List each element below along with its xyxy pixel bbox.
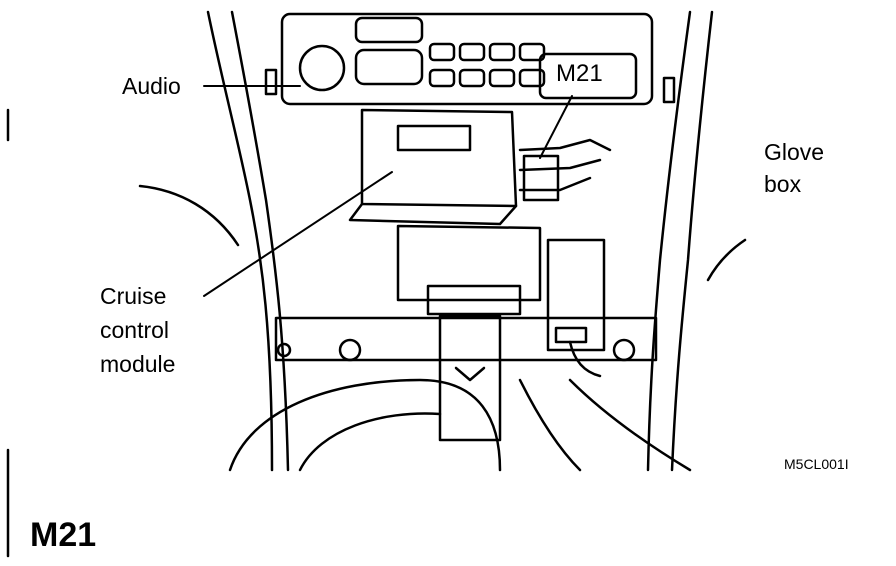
harness-2 [518,158,602,172]
glove-box-edge [706,238,747,282]
floor-line [568,378,692,472]
upper-panel [280,12,654,106]
right-slot [662,76,676,104]
console-right-inner [646,10,692,472]
leader-m21 [539,95,573,159]
label-cruise-line2: control [100,317,170,343]
cross-bracket [274,316,658,362]
page-title: M21 [30,516,97,554]
harness-1 [518,138,612,152]
column-inner [298,412,442,472]
left-slot [264,68,278,96]
label-cruise-line1: Cruise [100,283,167,309]
center-stalk [438,314,502,442]
console-left-outer [206,10,274,472]
vent-middle [354,48,424,86]
label-audio: Audio [122,73,181,99]
column-cover [228,378,502,472]
label-glove-line2: box [764,171,802,197]
lower-unit [396,224,542,302]
audio-knob [298,44,346,92]
vent-top [354,16,424,44]
harness-3 [518,176,592,192]
figure-code: M5CL001I [784,456,849,472]
dash-left-edge [138,184,240,247]
relay-wire [568,340,602,378]
label-cruise-line3: module [100,351,176,377]
cruise-module-bottom [348,202,518,226]
m21-connector-body [522,154,560,202]
label-glove-line1: Glove [764,139,825,165]
console-right-outer [670,10,714,472]
m21-tag-box [538,52,638,100]
lower-unit-connector [426,284,522,316]
cruise-module-label-plate [396,124,472,152]
console-left-inner [230,10,290,472]
right-relay [546,238,606,352]
cruise-module-front [360,108,518,208]
leader-cruise [203,171,393,297]
label-m21-connector: M21 [556,60,603,87]
